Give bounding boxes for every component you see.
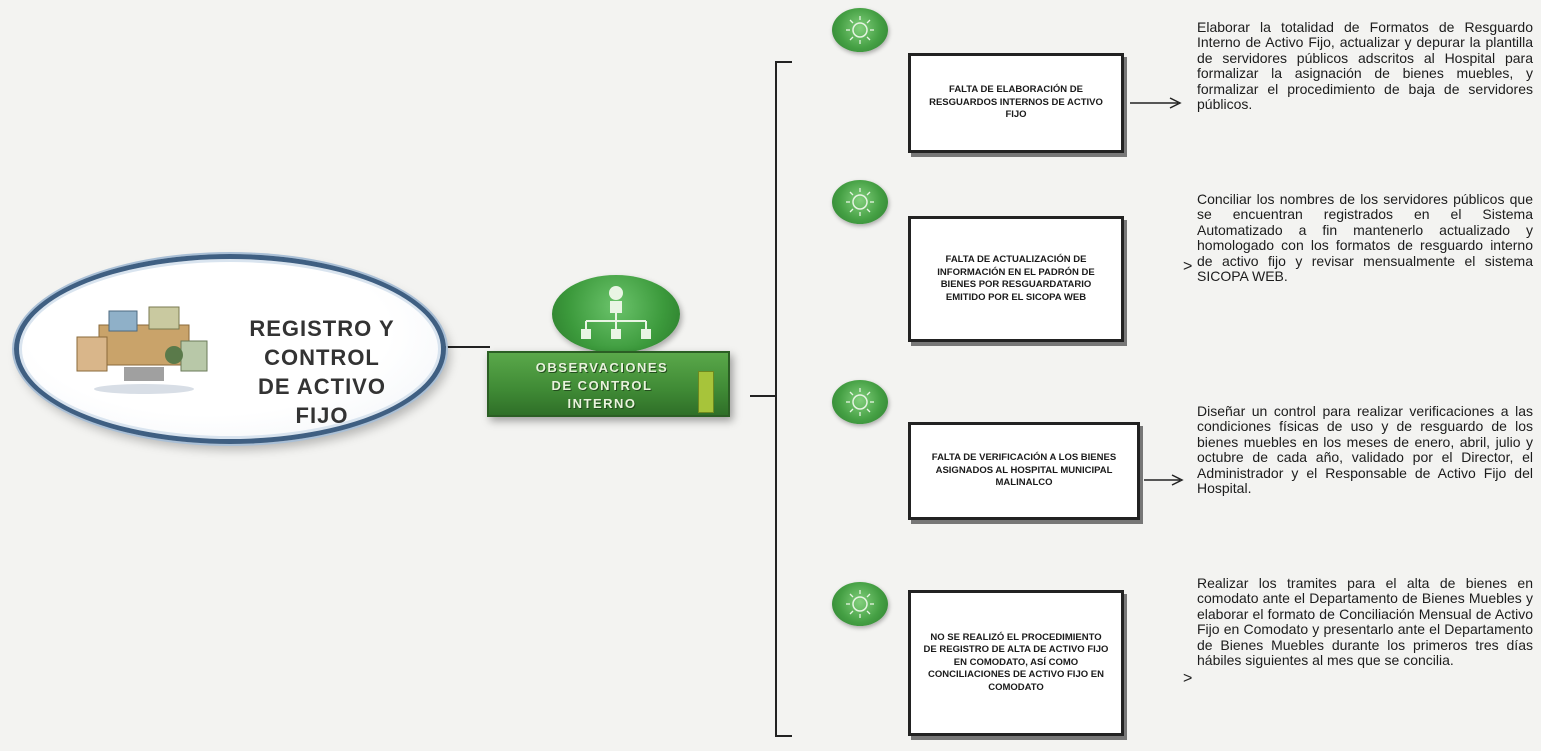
main-title-line-4: FIJO bbox=[295, 403, 349, 428]
main-topic-title: REGISTRO Y CONTROL DE ACTIVO FIJO bbox=[217, 314, 427, 430]
hub-label-line-1: Observaciones bbox=[535, 360, 669, 375]
main-title-line-3: DE ACTIVO bbox=[258, 374, 386, 399]
action-text: Diseñar un control para realizar verific… bbox=[1197, 403, 1533, 497]
main-title-line-1: REGISTRO Y bbox=[249, 316, 395, 341]
arrow-marker: > bbox=[1183, 258, 1193, 275]
observation-card: FALTA DE ACTUALIZACIÓN DE INFORMACIÓN EN… bbox=[908, 216, 1124, 342]
observation-card: FALTA DE ELABORACIÓN DE RESGUARDOS INTER… bbox=[908, 53, 1124, 153]
lightbulb-icon bbox=[832, 380, 888, 424]
office-clipart-icon bbox=[76, 306, 208, 394]
main-topic-oval: REGISTRO Y CONTROL DE ACTIVO FIJO bbox=[14, 254, 446, 444]
arrow-marker: > bbox=[1183, 670, 1193, 687]
lightbulb-icon bbox=[832, 582, 888, 626]
hub-label-line-3: Interno bbox=[567, 396, 637, 411]
lightbulb-icon bbox=[832, 180, 888, 224]
action-text: Elaborar la totalidad de Formatos de Res… bbox=[1197, 19, 1533, 113]
observation-card: FALTA DE VERIFICACIÓN A LOS BIENES ASIGN… bbox=[908, 422, 1140, 520]
action-text: Conciliar los nombres de los servidores … bbox=[1197, 191, 1533, 285]
lightbulb-icon bbox=[832, 8, 888, 52]
org-chart-badge bbox=[552, 275, 680, 353]
hub-label-line-2: de Control bbox=[551, 378, 653, 393]
hub-tab-decoration bbox=[698, 371, 714, 413]
action-text: Realizar los tramites para el alta de bi… bbox=[1197, 575, 1533, 669]
hub-label: Observaciones de Control Interno bbox=[497, 359, 707, 413]
observation-card: NO SE REALIZÓ EL PROCEDIMIENTO DE REGIST… bbox=[908, 590, 1124, 736]
hub-observaciones-box: Observaciones de Control Interno bbox=[487, 351, 730, 417]
org-chart-icon bbox=[581, 286, 651, 339]
main-title-line-2: CONTROL bbox=[264, 345, 380, 370]
